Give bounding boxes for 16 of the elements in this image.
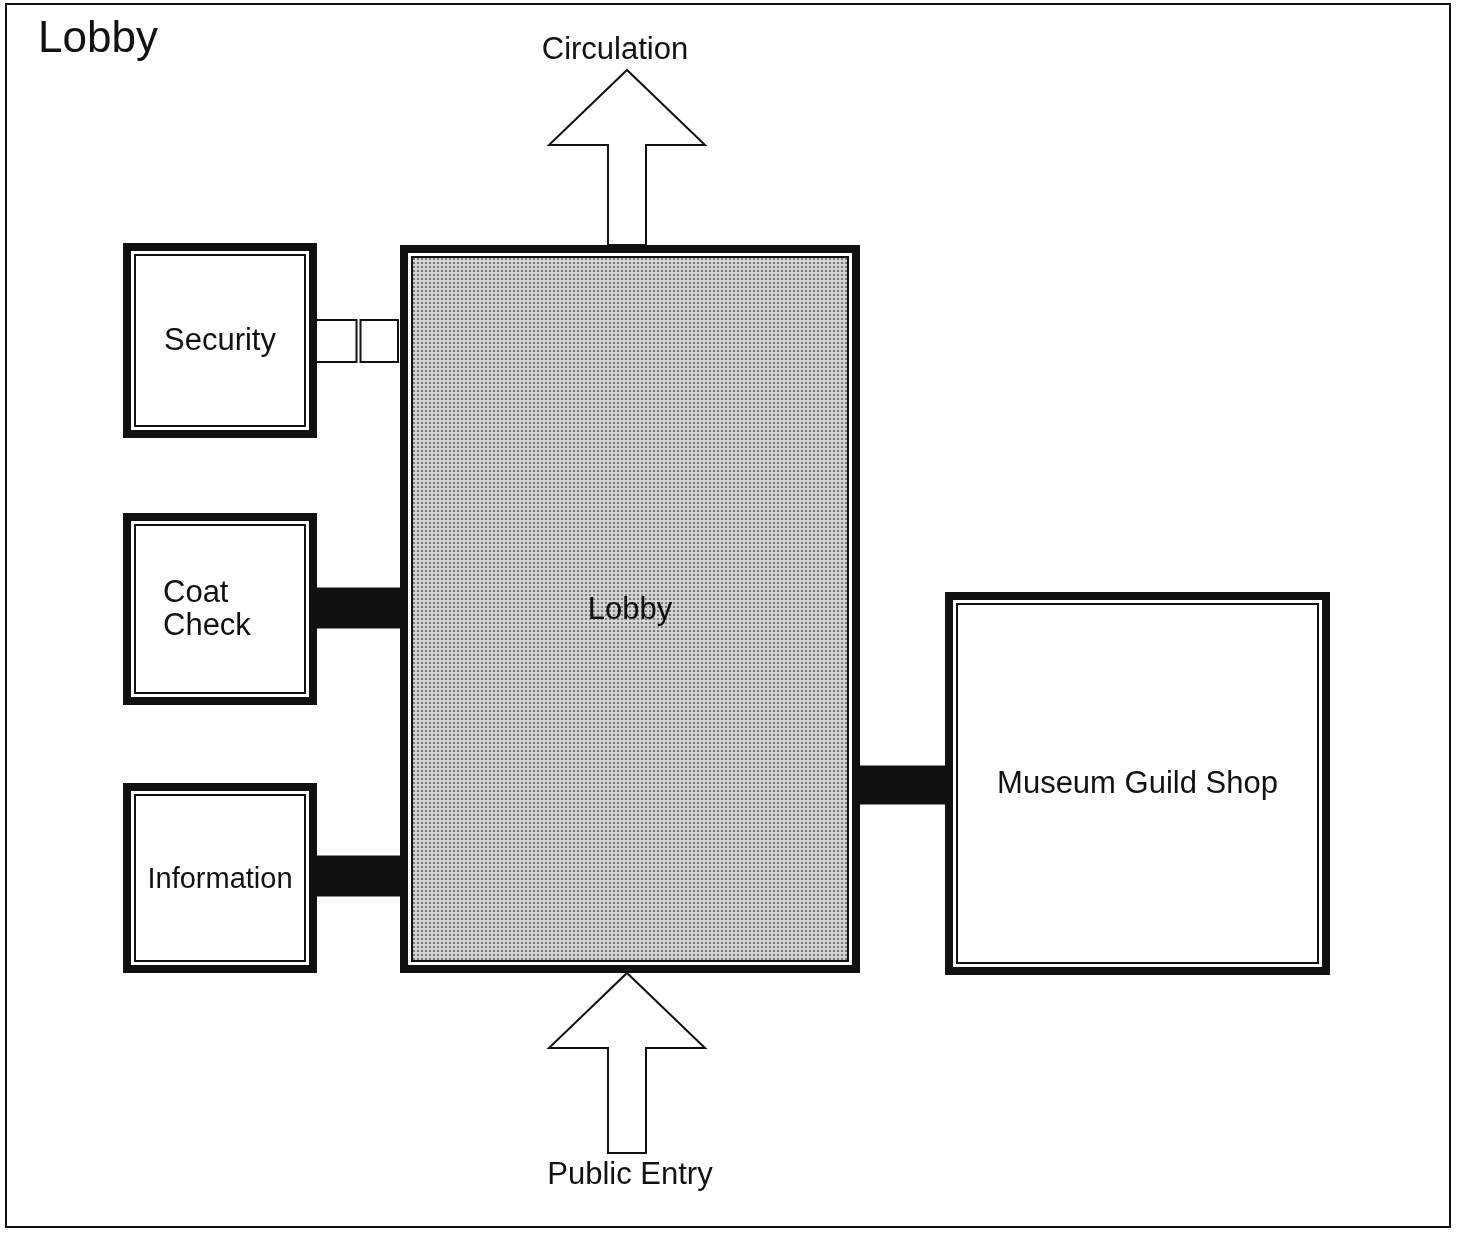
room-box bbox=[123, 243, 317, 438]
room-label: Information bbox=[147, 862, 293, 894]
room-label: Lobby bbox=[587, 592, 673, 626]
room-label: Museum Guild Shop bbox=[997, 767, 1278, 800]
flow-label: Circulation bbox=[541, 32, 689, 66]
diagram-title: Lobby bbox=[38, 12, 158, 62]
room-label: Security bbox=[164, 324, 276, 357]
room-box bbox=[945, 592, 1330, 975]
block-arrow bbox=[546, 68, 708, 246]
room-box bbox=[123, 513, 317, 705]
room-label: Coat Check bbox=[163, 576, 252, 642]
double-door bbox=[315, 319, 399, 363]
flow-label: Public Entry bbox=[547, 1157, 713, 1191]
room-box bbox=[400, 245, 860, 973]
room-box bbox=[123, 783, 317, 973]
block-arrow bbox=[546, 971, 708, 1154]
